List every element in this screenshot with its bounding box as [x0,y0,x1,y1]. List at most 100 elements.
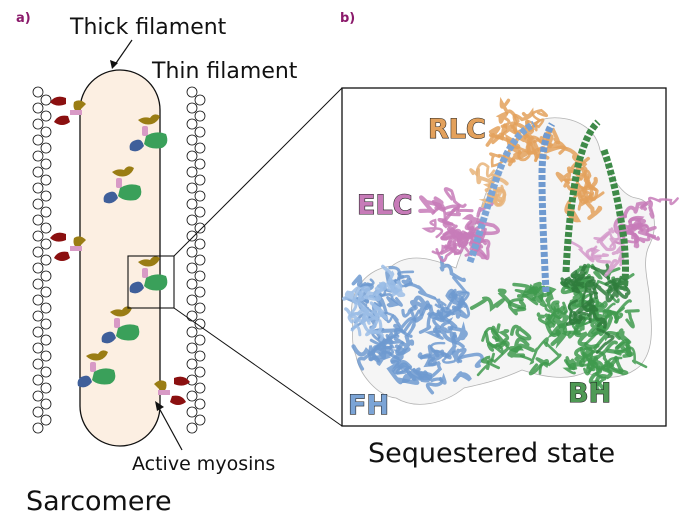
ribbon-segment [461,214,486,231]
ribbon-segment [571,298,596,318]
ribbon-segment [484,330,510,349]
ribbon-segment [497,288,526,310]
right-actin-monomer [186,182,198,194]
right-actin-monomer [186,198,198,210]
left-actin-monomer [40,94,52,106]
left-actin-monomer [40,190,52,202]
ribbon-segment [432,327,458,345]
zoom-line-top [173,87,343,257]
ribbon-segment [421,218,444,239]
ribbon-segment [555,171,579,192]
blocked-head [129,139,144,152]
active-myosin [50,232,86,261]
myosin-neck [138,114,160,125]
right-actin-monomer [194,190,206,202]
ribbon-segment [637,225,657,239]
ribbon-segment [401,370,433,384]
ribbon-segment [577,302,599,324]
ribbon-segment [392,309,416,331]
active-myosin [50,96,86,125]
left-actin-monomer [32,102,44,114]
left-actin-monomer [40,318,52,330]
ribbon-segment [356,278,375,304]
left-actin-monomer [32,182,44,194]
myosin-neck [138,256,160,267]
left-actin-monomer [40,382,52,394]
ribbon-segment [469,296,505,312]
ribbon-segment [544,313,561,338]
right-actin-monomer [194,94,206,106]
active-head [54,251,70,261]
right-actin-monomer [186,326,198,338]
bh-lever-helix [562,119,601,273]
left-actin-monomer [32,166,44,178]
right-actin-monomer [194,270,206,282]
left-actin-monomer [32,246,44,258]
ribbon-segment [385,334,405,345]
left-actin-monomer [32,198,44,210]
ribbon-segment [437,203,461,226]
right-actin-monomer [194,254,206,266]
active-head [54,115,70,125]
ribbon-segment [563,277,585,291]
left-actin-monomer [40,334,52,346]
free-head [92,368,116,385]
sequestered-state-label: Sequestered state [368,438,615,469]
left-actin-monomer [40,302,52,314]
free-head [116,324,140,341]
left-actin-monomer [40,142,52,154]
myosin-neck [110,306,132,317]
left-actin-monomer [32,342,44,354]
right-actin-monomer [186,134,198,146]
right-actin-monomer [186,294,198,306]
ribbon-segment [457,227,477,247]
left-actin-monomer [32,150,44,162]
ribbon-segment [410,295,429,316]
left-actin-monomer [40,366,52,378]
ribbon-segment [591,310,607,329]
zoom-box [127,255,175,309]
right-actin-monomer [194,206,206,218]
right-actin-monomer [194,334,206,346]
ribbon-segment [528,357,550,376]
ribbon-segment [510,324,532,341]
ribbon-segment [536,312,556,329]
myosin-lever [70,246,82,251]
thin-filament-label: Thin filament [151,59,298,84]
ribbon-segment [588,367,606,392]
left-actin-monomer [40,158,52,170]
panel-label-a: a) [16,11,31,26]
active-myosins-arrowhead [155,401,164,411]
ribbon-segment [595,328,615,354]
ribbon-segment [648,196,679,206]
left-actin-monomer [32,422,44,434]
ribbon-segment [538,341,562,375]
ribbon-segment [567,299,586,325]
ribbon-segment [507,345,526,358]
left-actin-monomer [32,390,44,402]
left-actin-monomer [40,414,52,426]
thick-filament [79,69,161,447]
right-actin-monomer [186,310,198,322]
ribbon-segment [447,321,468,342]
free-head [144,274,168,291]
left-actin-monomer [32,230,44,242]
myosin-lever [142,268,148,278]
ribbon-segment [490,188,506,207]
ribbon-segment [481,326,508,347]
ribbon-segment [562,359,578,375]
ribbon-segment [574,321,585,334]
ribbon-segment [443,187,467,208]
right-actin-monomer [194,174,206,186]
ribbon-segment [562,146,588,170]
thick-filament-label: Thick filament [69,15,227,40]
right-actin-monomer [194,222,206,234]
left-actin-monomer [32,406,44,418]
free-head-ribbons [341,255,484,395]
ribbon-segment [596,231,617,252]
ribbon-segment [519,337,549,365]
ribbon-segment [581,310,618,326]
right-actin-monomer [194,382,206,394]
panel-label-b: b) [340,11,355,26]
